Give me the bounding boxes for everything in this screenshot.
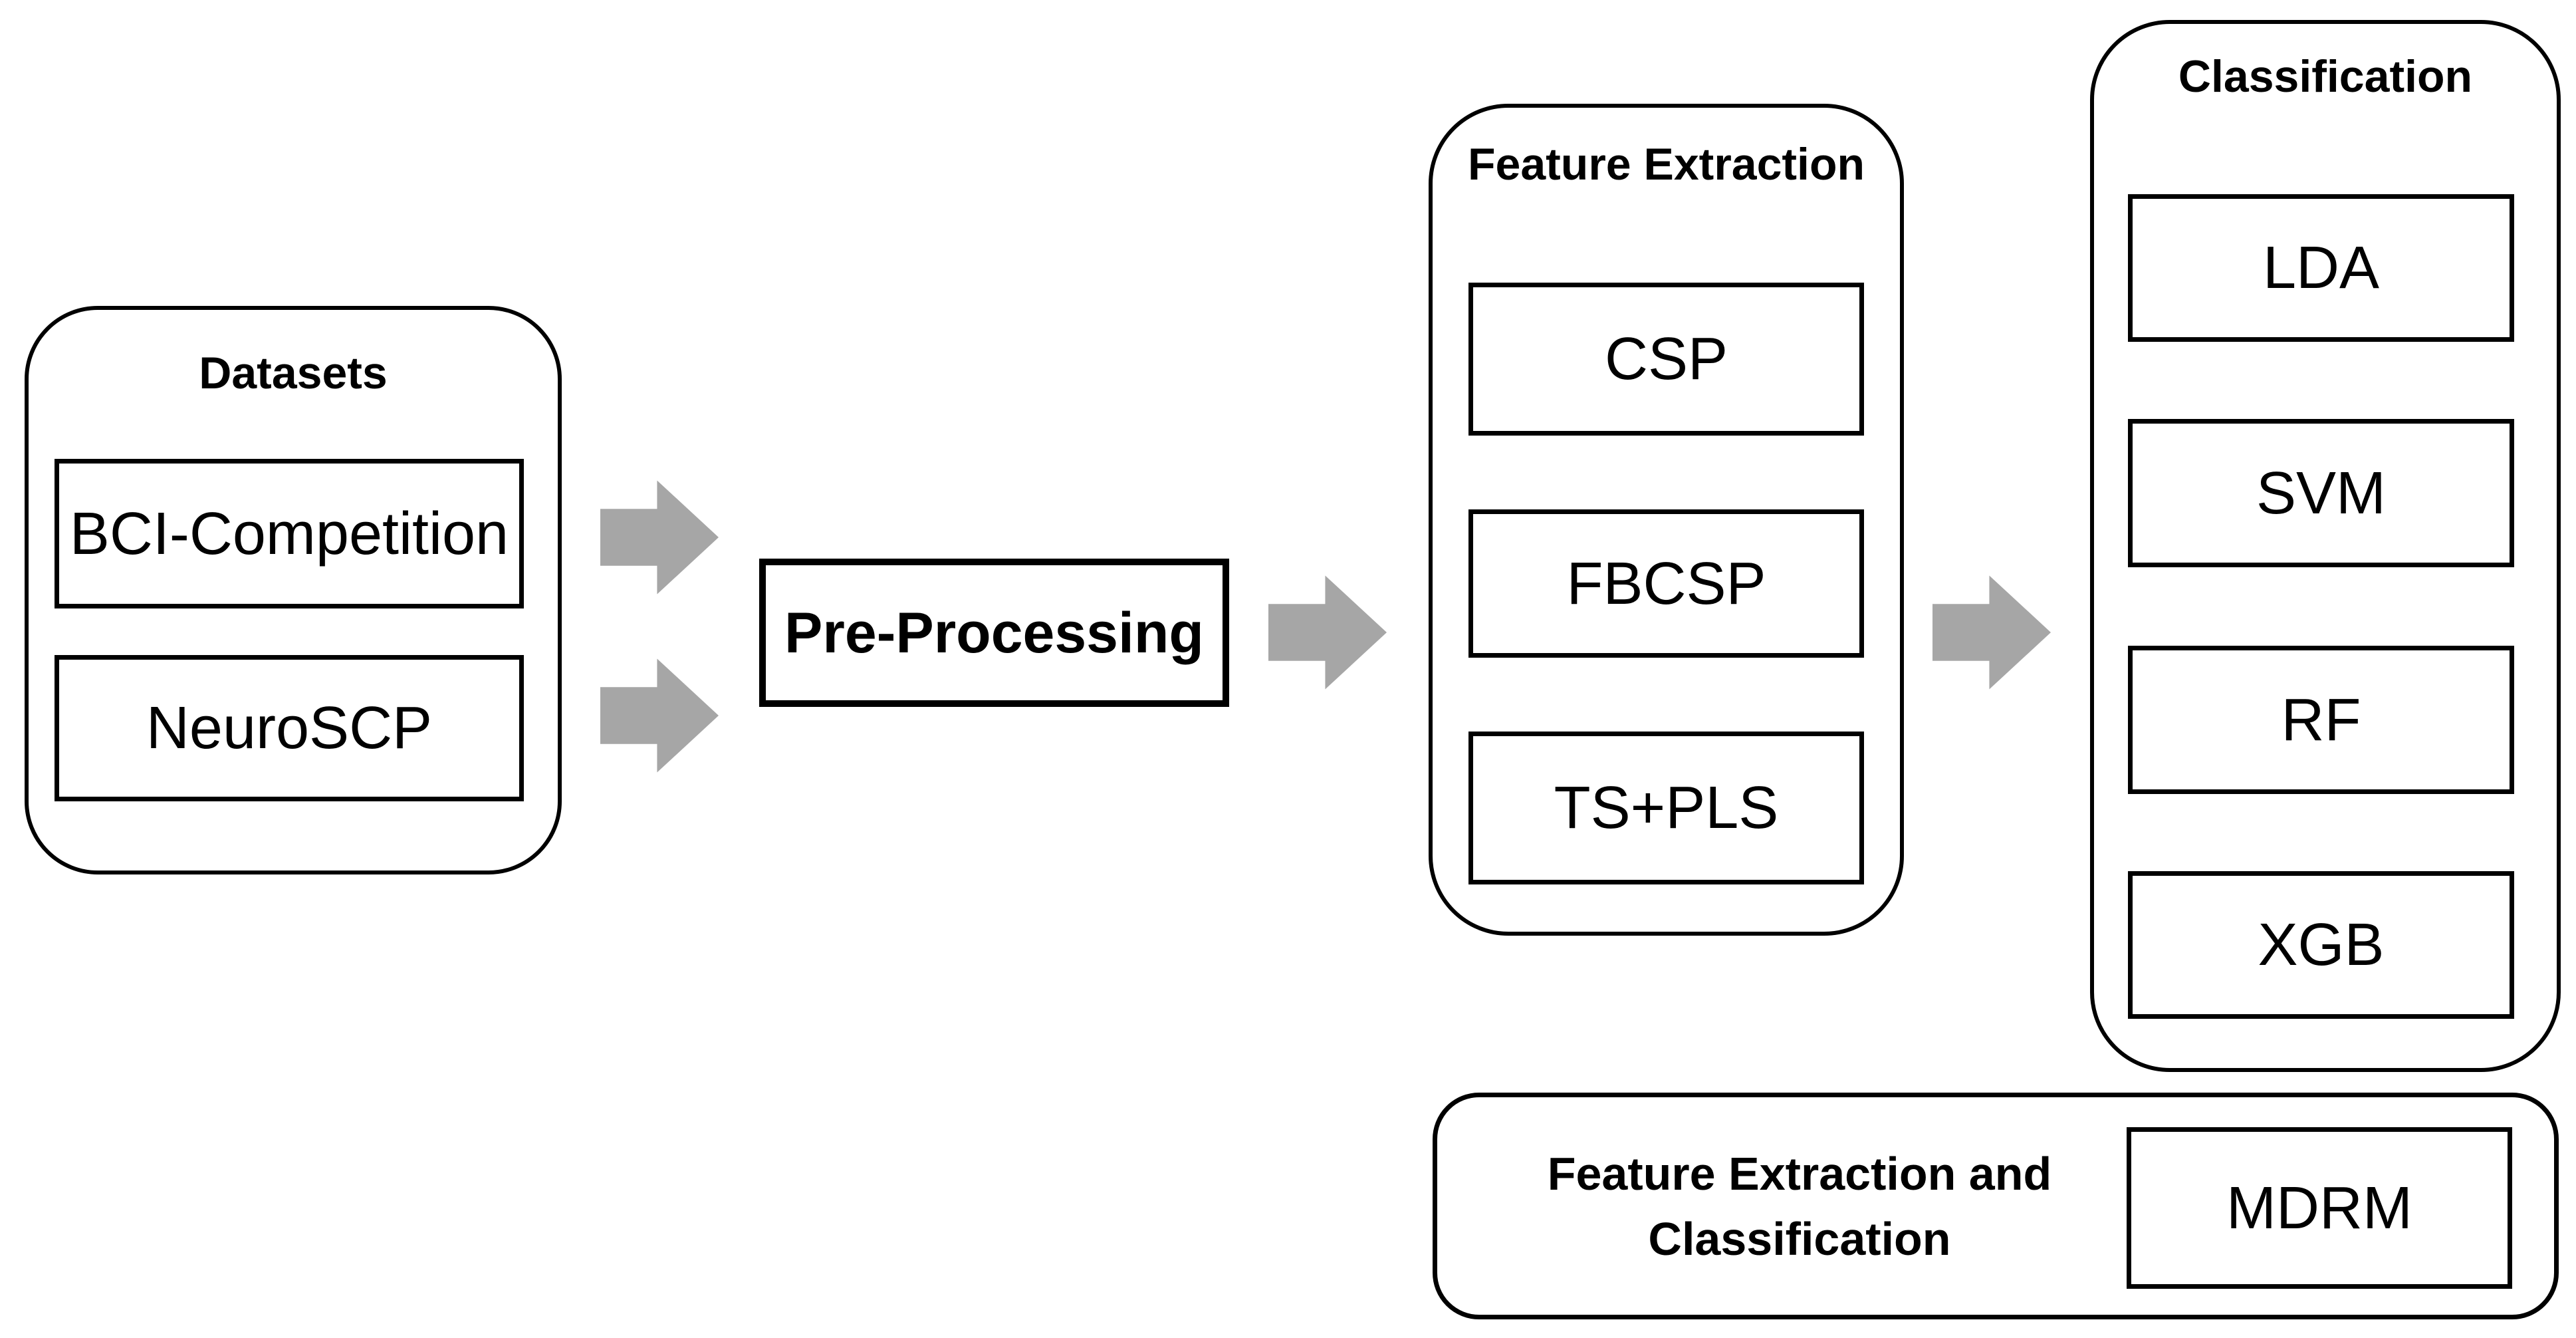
classifier-node-svm: SVM [2128, 419, 2514, 567]
feature-extraction-and-classification-group-title: Feature Extraction and Classification [1547, 1147, 2052, 1265]
arrow-feature-extraction-to-classification-icon [1932, 571, 2051, 694]
preprocessing-node: Pre-Processing [759, 559, 1229, 707]
arrow-preprocessing-to-feature-extraction-icon [1268, 571, 1387, 694]
classifier-node-rf: RF [2128, 646, 2514, 794]
classifier-node-svm-label: SVM [2256, 460, 2387, 527]
classifier-node-lda-label: LDA [2262, 235, 2380, 301]
feature-node-fbcsp: FBCSP [1468, 509, 1864, 658]
feature-node-ts-pls: TS+PLS [1468, 732, 1864, 884]
classifier-node-xgb-label: XGB [2258, 912, 2385, 978]
combined-node-mdrm-label: MDRM [2226, 1174, 2412, 1242]
combined-node-mdrm: MDRM [2127, 1127, 2512, 1289]
classification-group: Classification LDA SVM RF XGB [2090, 20, 2561, 1072]
classifier-node-rf-label: RF [2281, 686, 2361, 753]
classifier-node-lda: LDA [2128, 194, 2514, 342]
dataset-node-neuroscp-label: NeuroSCP [146, 695, 433, 761]
datasets-group: Datasets BCI-Competition NeuroSCP [25, 306, 562, 874]
feature-node-csp: CSP [1468, 283, 1864, 436]
feature-extraction-and-classification-group: Feature Extraction and Classification MD… [1433, 1093, 2559, 1319]
classification-group-title: Classification [2178, 51, 2473, 102]
feature-node-fbcsp-label: FBCSP [1566, 550, 1766, 617]
dataset-node-neuroscp: NeuroSCP [55, 655, 524, 801]
datasets-group-title: Datasets [199, 348, 388, 398]
dataset-node-bci-competition: BCI-Competition [55, 459, 524, 608]
feature-node-ts-pls-label: TS+PLS [1554, 775, 1779, 841]
arrow-bci-to-preprocessing-icon [600, 475, 719, 599]
preprocessing-node-label: Pre-Processing [784, 601, 1204, 665]
feature-extraction-group: Feature Extraction CSP FBCSP TS+PLS [1429, 104, 1904, 936]
feature-node-csp-label: CSP [1604, 326, 1728, 392]
classifier-node-xgb: XGB [2128, 871, 2514, 1019]
feature-extraction-group-title: Feature Extraction [1467, 139, 1865, 190]
dataset-node-bci-competition-label: BCI-Competition [69, 500, 509, 567]
arrow-neuroscp-to-preprocessing-icon [600, 654, 719, 777]
